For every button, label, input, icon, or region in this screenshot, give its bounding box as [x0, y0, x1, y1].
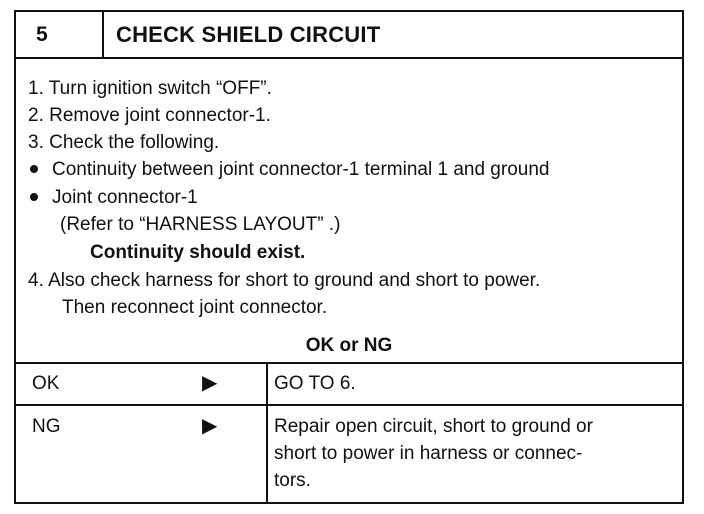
bullet-text-1: Continuity between joint connector-1 ter… [52, 159, 550, 180]
continuity-requirement: Continuity should exist. [90, 242, 306, 263]
result-label-ng: NG [32, 416, 61, 437]
bullet-text-2: Joint connector-1 [52, 187, 198, 208]
result-action-ng-line-1: Repair open circuit, short to ground or [274, 416, 593, 437]
bullet-icon [30, 193, 38, 201]
instruction-line-4-cont: Then reconnect joint connector. [62, 297, 328, 318]
instruction-line-3: 3. Check the following. [28, 132, 220, 153]
instruction-line-2: 2. Remove joint connector-1. [28, 105, 271, 126]
refer-note: (Refer to “HARNESS LAYOUT” .) [60, 214, 341, 235]
divider [16, 404, 682, 406]
result-prompt: OK or NG [305, 335, 393, 356]
arrow-right-icon: ▶ [202, 372, 218, 394]
step-header: 5 CHECK SHIELD CIRCUIT [16, 12, 682, 59]
result-action-ok: GO TO 6. [274, 373, 356, 394]
arrow-right-icon: ▶ [202, 415, 218, 437]
result-label-ok: OK [32, 373, 60, 394]
instruction-line-1: 1. Turn ignition switch “OFF”. [28, 78, 272, 99]
bullet-item-2: Joint connector-1 [30, 187, 198, 209]
bullet-icon [30, 165, 38, 173]
step-title: CHECK SHIELD CIRCUIT [116, 22, 381, 47]
step-number: 5 [16, 12, 104, 57]
instruction-line-4: 4. Also check harness for short to groun… [28, 270, 541, 291]
inspection-step-table: 5 CHECK SHIELD CIRCUIT 1. Turn ignition … [14, 10, 684, 504]
bullet-item-1: Continuity between joint connector-1 ter… [30, 159, 549, 181]
result-action-ng-line-2: short to power in harness or connec- [274, 443, 583, 464]
divider [16, 362, 682, 364]
result-action-ng-line-3: tors. [274, 470, 311, 491]
divider [266, 362, 268, 504]
